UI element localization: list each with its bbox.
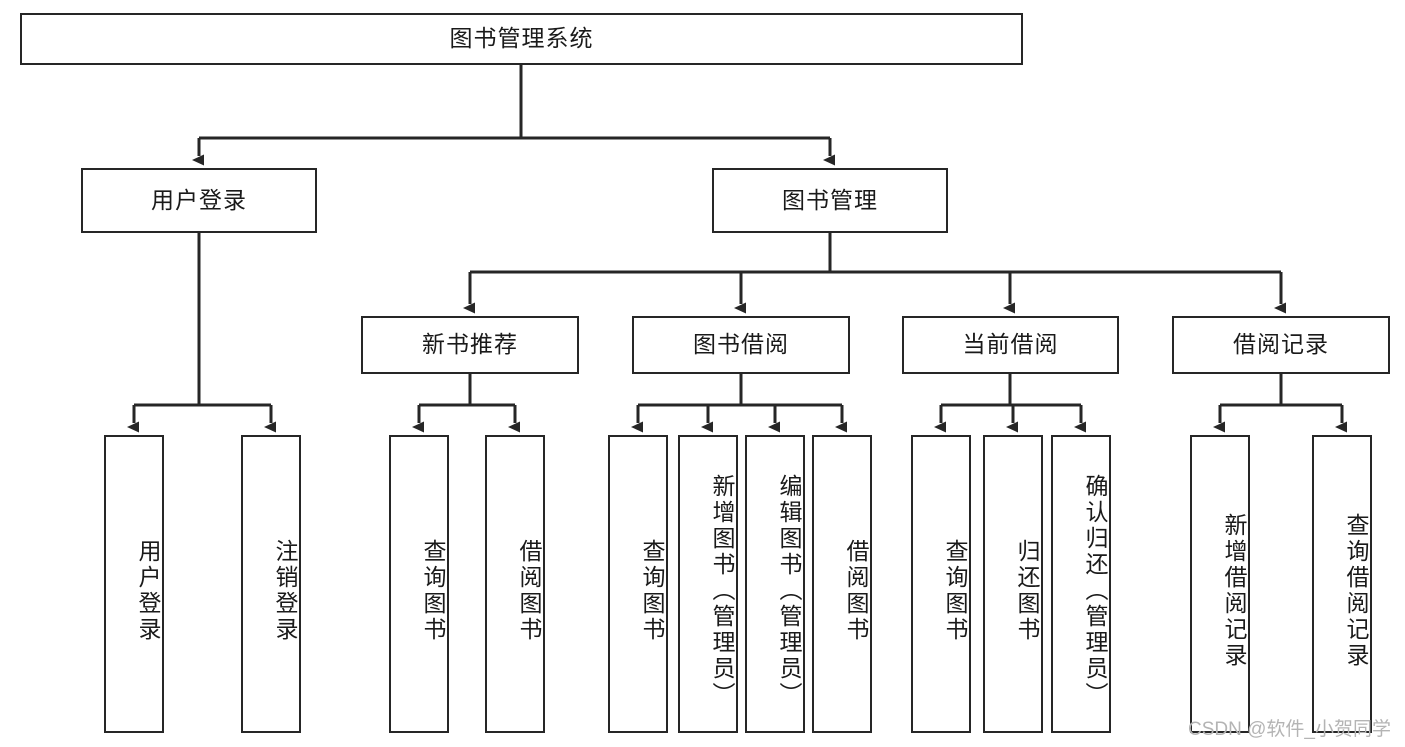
- node-leaf-5[interactable]: 新增图书（管理员）: [678, 435, 738, 733]
- node-leaf-6[interactable]: 编辑图书（管理员）: [745, 435, 805, 733]
- node-leaf-10[interactable]: 确认归还（管理员）: [1051, 435, 1111, 733]
- watermark-text: CSDN @软件_小贺同学: [1188, 719, 1391, 740]
- node-leaf-3[interactable]: 借阅图书: [485, 435, 545, 733]
- node-leaf-2[interactable]: 查询图书: [389, 435, 449, 733]
- node-root-system[interactable]: 图书管理系统: [20, 13, 1023, 65]
- node-level3-2[interactable]: 当前借阅: [902, 316, 1119, 374]
- node-level3-0[interactable]: 新书推荐: [361, 316, 579, 374]
- node-level3-3[interactable]: 借阅记录: [1172, 316, 1390, 374]
- node-leaf-1[interactable]: 注销登录: [241, 435, 301, 733]
- node-leaf-7[interactable]: 借阅图书: [812, 435, 872, 733]
- node-level3-1[interactable]: 图书借阅: [632, 316, 850, 374]
- node-level2-0[interactable]: 用户登录: [81, 168, 317, 233]
- node-leaf-8[interactable]: 查询图书: [911, 435, 971, 733]
- node-leaf-11[interactable]: 新增借阅记录: [1190, 435, 1250, 733]
- node-leaf-0[interactable]: 用户登录: [104, 435, 164, 733]
- node-level2-1[interactable]: 图书管理: [712, 168, 948, 233]
- node-leaf-9[interactable]: 归还图书: [983, 435, 1043, 733]
- node-leaf-4[interactable]: 查询图书: [608, 435, 668, 733]
- node-leaf-12[interactable]: 查询借阅记录: [1312, 435, 1372, 733]
